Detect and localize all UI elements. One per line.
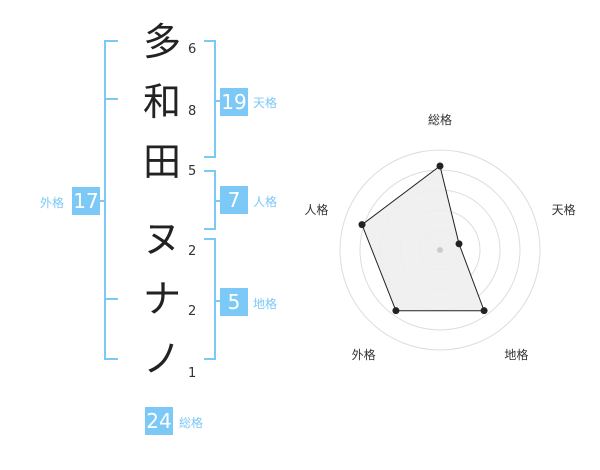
- radar-axis-label-5: 人格: [304, 202, 328, 217]
- stroke-count-5: 2: [188, 304, 197, 319]
- gaikaku-value: 17: [72, 187, 100, 215]
- soukaku-value: 24: [145, 407, 173, 435]
- radar-point-1: [436, 162, 444, 170]
- radar-grid-circle: [339, 149, 541, 351]
- radar-axis-label-2: 天格: [552, 202, 576, 217]
- radar-axis-label-3: 地格: [504, 347, 528, 362]
- name-char-3: 田: [142, 140, 181, 184]
- stroke-count-3: 5: [188, 164, 197, 179]
- name-char-6: ノ: [142, 337, 181, 381]
- name-char-1: 多: [142, 20, 181, 64]
- radar-point-3: [480, 307, 488, 315]
- name-char-4: ヌ: [142, 217, 181, 261]
- radar-point-2: [455, 240, 463, 248]
- radar-point-5: [358, 221, 366, 229]
- chikaku-value: 5: [220, 288, 248, 316]
- tenkaku-label: 天格: [253, 96, 278, 110]
- jinkaku-value: 7: [220, 186, 248, 214]
- stroke-count-1: 6: [188, 42, 197, 57]
- stroke-count-6: 1: [188, 366, 197, 381]
- radar-axis-label-4: 外格: [352, 347, 376, 362]
- soukaku-label: 総格: [179, 416, 204, 430]
- radar-point-4: [392, 307, 400, 315]
- stroke-count-4: 2: [188, 244, 197, 259]
- chikaku-label: 地格: [253, 297, 278, 311]
- gaikaku-label: 外格: [40, 196, 65, 210]
- stroke-count-2: 8: [188, 104, 197, 119]
- radar-center-dot: [437, 247, 443, 253]
- name-char-2: 和: [142, 80, 181, 124]
- radar-polygon: [361, 165, 485, 312]
- radar-axis-label-1: 総格: [428, 112, 452, 127]
- jinkaku-label: 人格: [253, 195, 278, 209]
- name-char-5: ナ: [142, 277, 181, 321]
- tenkaku-value: 19: [220, 88, 248, 116]
